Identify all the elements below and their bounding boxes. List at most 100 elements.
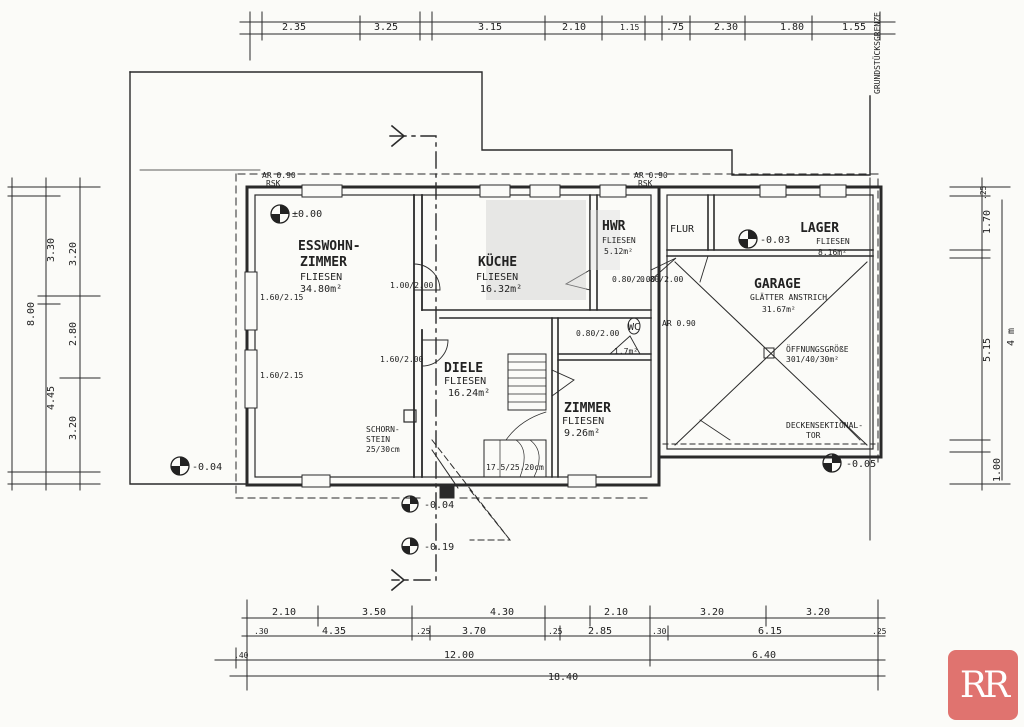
door-label-1: 1.00/2.00 [390,281,434,290]
room-esswohn-area: 34.80m² [300,284,342,295]
door-label-5: 0.80/2.00 [576,329,620,338]
room-hwr-area: 5.12m² [604,247,633,256]
room-diele-floor: FLIESEN [444,376,486,387]
level-marker-left [170,456,190,476]
right-dim-1: 1.70 [982,210,993,234]
bottom-dim-2-9: .25 [872,627,887,636]
bottom-dim-total: 18.40 [548,672,578,683]
top-dim-7: 2.30 [714,22,738,33]
level-marker-right [822,453,842,473]
right-dim-label: 4 m [1006,328,1017,346]
left-dim-inner-3: 3.20 [68,416,79,440]
room-wc-area: 1.7m² [614,347,638,356]
room-flur-label: FLUR [670,224,695,235]
chimney-label-3: 25/30cm [366,445,400,454]
top-dim-9: 1.55 [842,22,866,33]
left-dim-inner-1: 3.20 [68,242,79,266]
garage-door-label: DECKENSEKTIONAL- [786,421,863,430]
top-dim-6: .75 [666,22,684,33]
room-hwr-label: HWR [602,219,626,234]
bottom-dim-2-8: 6.15 [758,626,782,637]
top-dim-8: 1.80 [780,22,804,33]
top-dim-3: 3.15 [478,22,502,33]
door-label-4: 0.80/2.00 [640,275,684,284]
right-dim-2: 5.15 [982,338,993,362]
window-type-1: AR 0.90 [262,171,296,180]
bottom-dim-2-6: 2.85 [588,626,612,637]
top-dim-4: 2.10 [562,22,586,33]
garage-opening-value: 301/40/30m² [786,355,839,364]
bottom-dim-2-1: .30 [254,627,269,636]
garage-door-label-2: TOR [806,431,821,440]
room-lager-floor: FLIESEN [816,237,850,246]
window-type-2: RSK [266,179,281,188]
level-lager: -0.03 [760,235,790,246]
garage-opening-label: ÖFFNUNGSGRÖßE [786,344,849,354]
door-label-2: 1.60/2.00 [380,355,424,364]
level-entry1: -0.04 [424,500,454,511]
room-kueche-label: KÜCHE [478,254,517,270]
room-kueche-floor: FLIESEN [476,272,518,283]
bottom-dim-1-3: 4.30 [490,607,514,618]
bottom-dim-2-4: 3.70 [462,626,486,637]
bottom-dim-3-1: .40 [234,651,249,660]
window-type-5: AR 0.90 [662,319,696,328]
room-esswohn-label-2: ZIMMER [300,255,347,270]
level-marker-entry2 [401,537,419,555]
room-kueche-area: 16.32m² [480,284,522,295]
room-hwr-floor: FLIESEN [602,236,636,245]
room-diele-label: DIELE [444,361,483,376]
level-right-ext: -0.05 [846,459,876,470]
right-dim-small: .25 [979,185,988,200]
bottom-dim-2-7: .30 [652,627,667,636]
room-garage-floor: GLÄTTER ANSTRICH [750,292,827,302]
window-type-4: RSK [638,179,653,188]
left-dim-mid-2: 4.45 [46,386,57,410]
level-entry2: -0.19 [424,542,454,553]
room-wc-label: WC [628,322,640,333]
room-lager-label: LAGER [800,221,839,236]
left-dim-mid-1: 3.30 [46,238,57,262]
room-zimmer-floor: FLIESEN [562,416,604,427]
bottom-dim-3-3: 6.40 [752,650,776,661]
window-label-1: 1.60/2.15 [260,293,304,302]
bottom-dim-1-4: 2.10 [604,607,628,618]
window-type-3: AR 0.90 [634,171,668,180]
room-zimmer-area: 9.26m² [564,428,600,439]
level-marker-ess [270,204,290,224]
bottom-dim-1-6: 3.20 [806,607,830,618]
level-left-ext: -0.04 [192,462,222,473]
room-esswohn-floor: FLIESEN [300,272,342,283]
chimney-label-2: STEIN [366,435,390,444]
room-zimmer-label: ZIMMER [564,401,611,416]
bottom-dim-1-2: 3.50 [362,607,386,618]
bottom-dim-1-1: 2.10 [272,607,296,618]
level-marker-entry1 [401,495,419,513]
bottom-dim-2-2: 4.35 [322,626,346,637]
door-label-3: 0.80/2.00 [612,275,656,284]
top-dim-1: 2.35 [282,22,306,33]
boundary-label: GRUNDSTÜCKSGRENZE [872,12,882,94]
property-outline [129,71,871,176]
left-dim-inner-2: 2.80 [68,322,79,346]
rr-logo: RR [948,650,1018,720]
bottom-dim-1-5: 3.20 [700,607,724,618]
top-dim-2: 3.25 [374,22,398,33]
left-dim-outer: 8.00 [26,302,37,326]
room-esswohn-label-1: ESSWOHN- [298,239,361,254]
window-label-2: 1.60/2.15 [260,371,304,380]
room-lager-area: 8.16m² [818,248,847,257]
room-diele-area: 16.24m² [448,388,490,399]
right-dim-3: 1.00 [992,458,1003,482]
level-marker-lager [738,229,758,249]
stair-label: 17.5/25.20cm [486,463,544,472]
room-garage-label: GARAGE [754,277,801,292]
bottom-dim-2-5: .25 [548,627,563,636]
top-dim-5: 1.15 [620,23,639,32]
bottom-dim-2-3: .25 [416,627,431,636]
level-ess: ±0.00 [292,209,322,220]
bottom-dim-3-2: 12.00 [444,650,474,661]
room-garage-area: 31.67m² [762,305,796,314]
chimney-label-1: SCHORN- [366,425,400,434]
